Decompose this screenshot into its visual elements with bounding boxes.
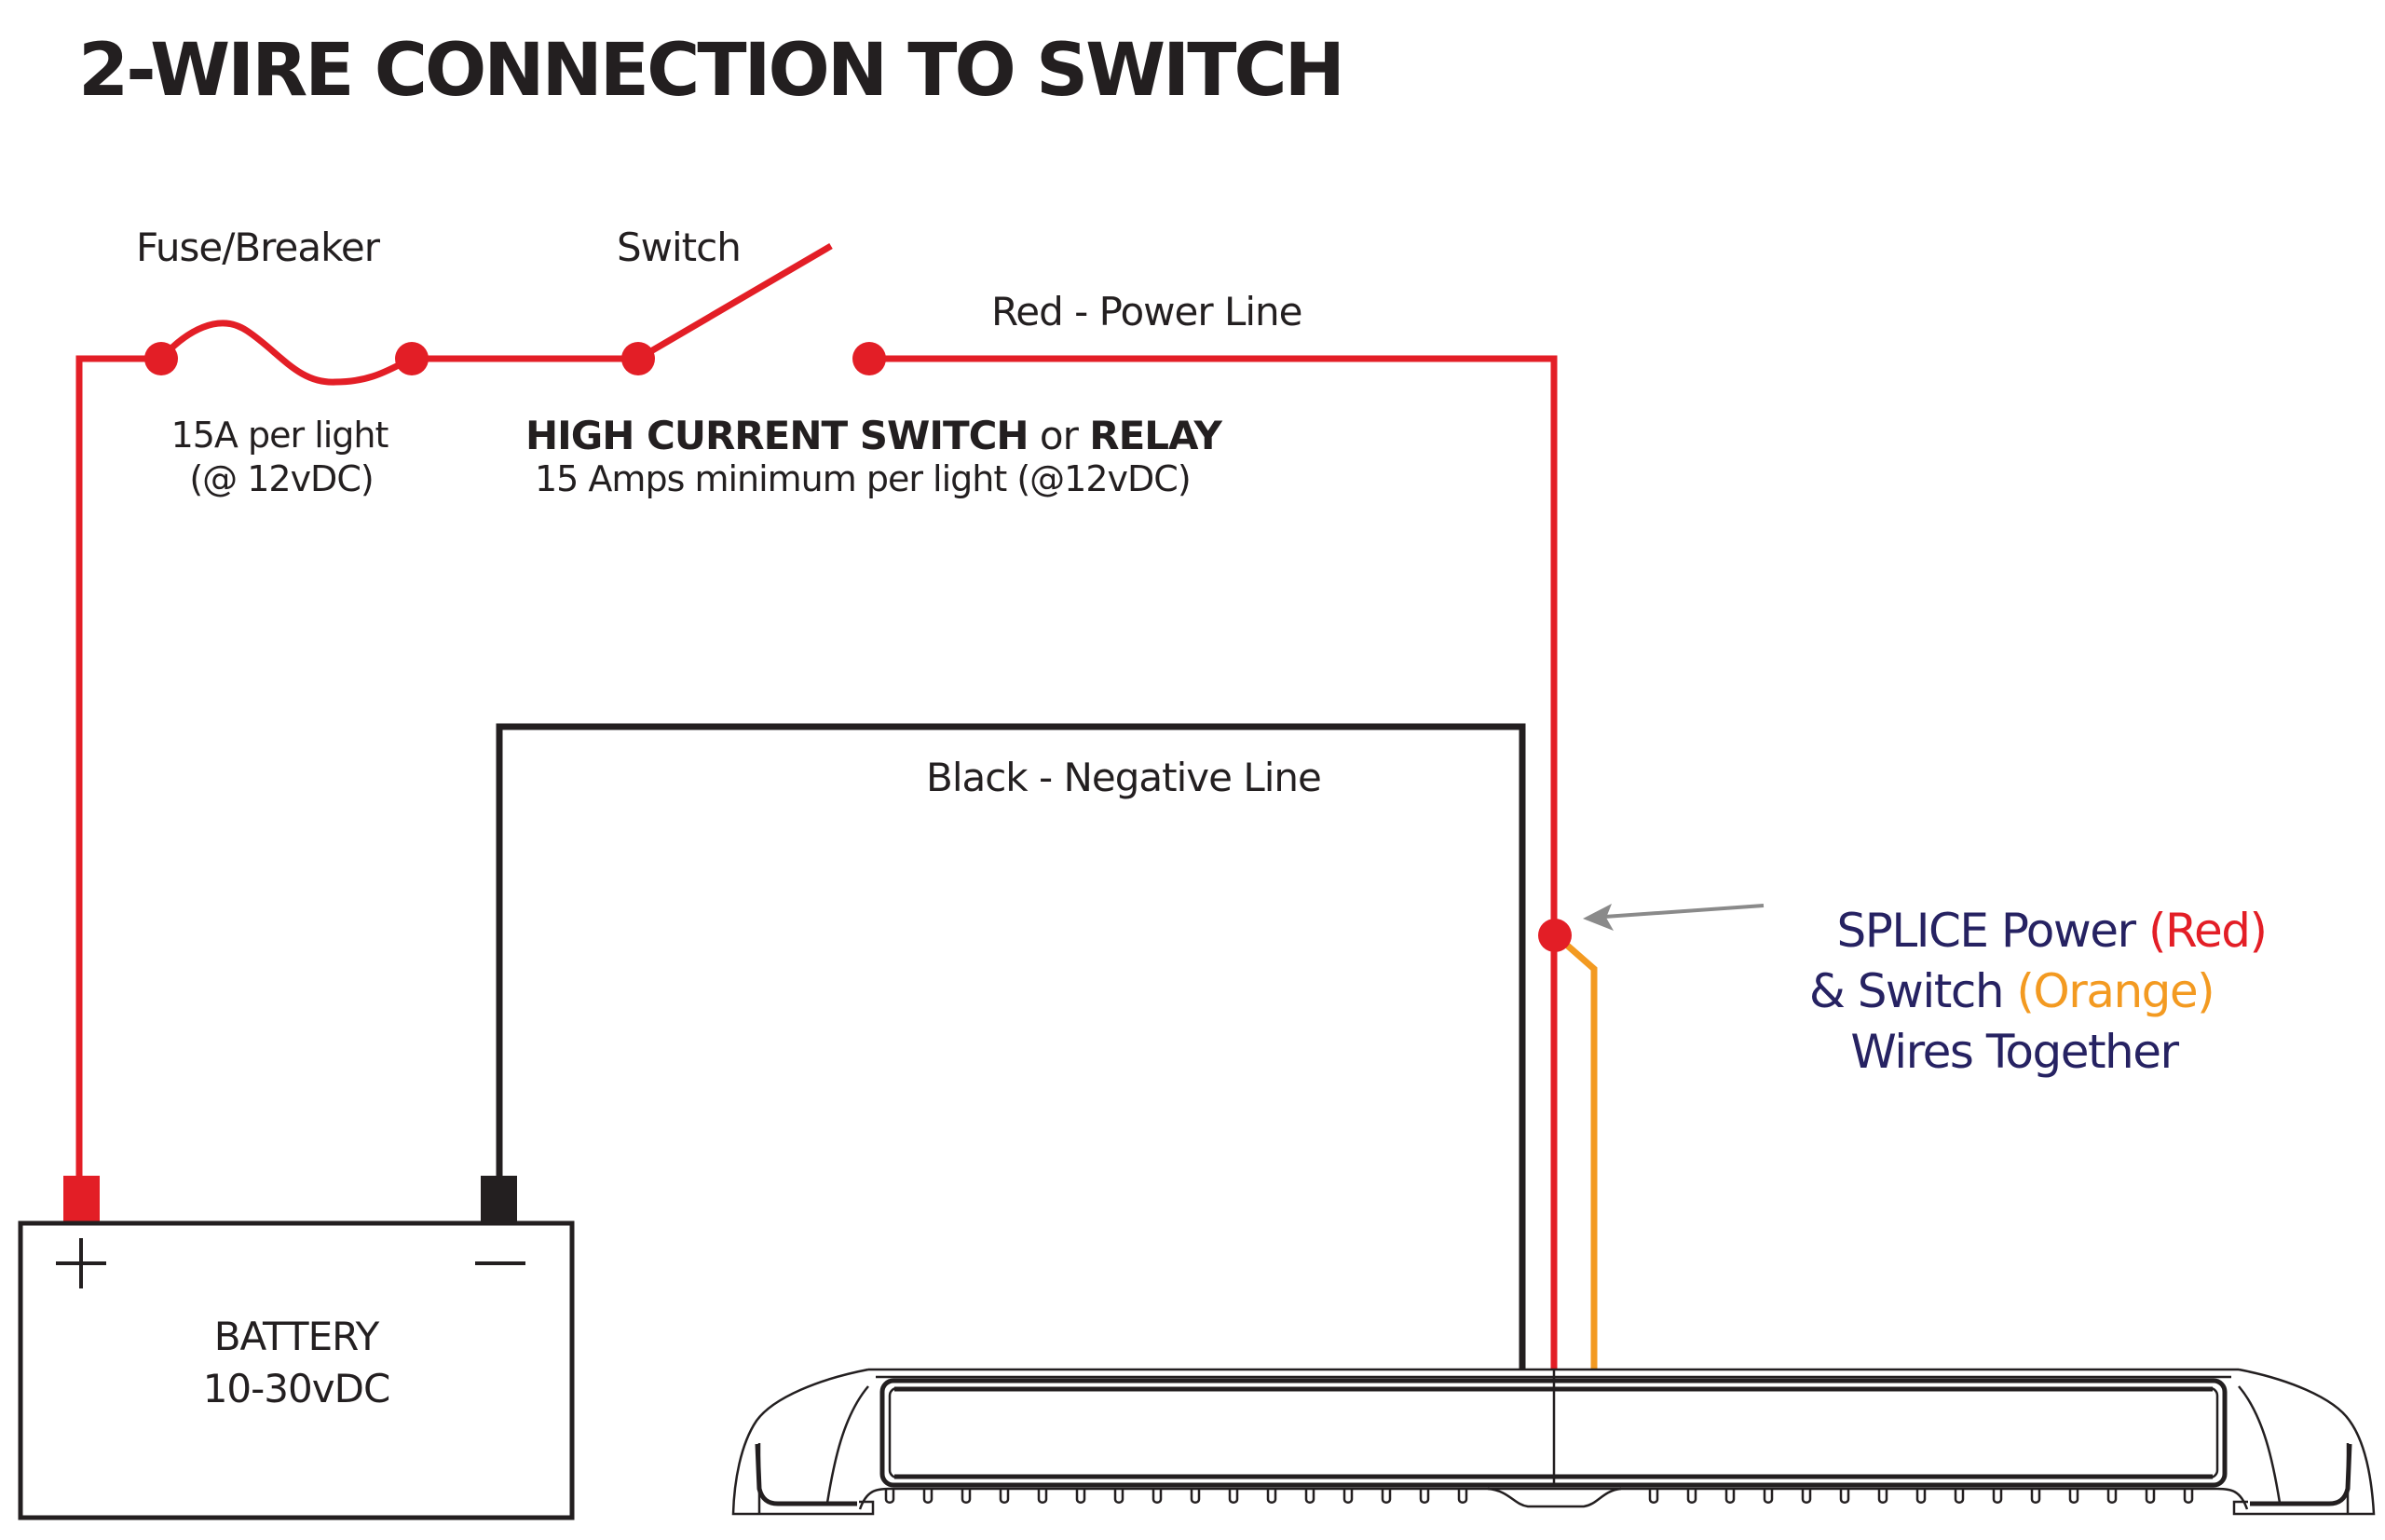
splice-note-line3: Wires Together [1850, 1025, 2179, 1079]
light-bar-fin [999, 1490, 1010, 1504]
splice-point [1538, 919, 1572, 952]
light-bar-fin [961, 1490, 972, 1504]
light-bar-fin [1648, 1490, 1659, 1504]
light-bar-fin [2183, 1490, 2194, 1504]
switch-requirement-bold1: HIGH CURRENT SWITCH [525, 413, 1029, 458]
light-bar-fin [1152, 1490, 1163, 1504]
light-bar-fin [2145, 1490, 2156, 1504]
splice-note-line2: & Switch (Orange) [1809, 964, 2214, 1018]
light-bar-fin [1037, 1490, 1048, 1504]
light-bar-fin [1304, 1490, 1315, 1504]
red-wire-battery-to-fuse [75, 355, 161, 1179]
plus-icon [56, 1238, 106, 1288]
light-bar-fin [1266, 1490, 1277, 1504]
splice-note-line1-a: SPLICE Power [1837, 904, 2148, 958]
light-bar-icon [731, 1368, 2376, 1516]
switch-requirement-line2: 15 Amps minimum per light (@12vDC) [535, 458, 1191, 499]
light-bar-fin [1381, 1490, 1392, 1504]
light-bar-fins [884, 1490, 2194, 1504]
light-bar-fin [884, 1490, 895, 1504]
light-bar-fin [1113, 1490, 1124, 1504]
light-bar-fin [2106, 1490, 2118, 1504]
splice-arrow-head-icon [1583, 904, 1614, 931]
orange-wire-switch [1553, 933, 1598, 1370]
fuse-label: Fuse/Breaker [136, 225, 381, 270]
light-bar-fin [1419, 1490, 1430, 1504]
negative-line-label: Black - Negative Line [926, 755, 1321, 800]
page-title: 2-WIRE CONNECTION TO SWITCH [78, 29, 1342, 113]
light-bar-fin [1954, 1490, 1965, 1504]
switch-requirement-bold2: RELAY [1089, 413, 1222, 458]
splice-note-red: (Red) [2148, 904, 2267, 958]
light-bar-fin [1724, 1490, 1736, 1504]
light-bar-fin [1763, 1490, 1774, 1504]
light-bar-fin [1190, 1490, 1201, 1504]
fuse-terminal-left [144, 342, 178, 375]
splice-arrow-line [1590, 904, 1765, 920]
light-bar-fin [1877, 1490, 1888, 1504]
fuse-icon [158, 320, 414, 386]
battery-positive-terminal [63, 1176, 100, 1224]
light-bar-fin [1686, 1490, 1697, 1504]
splice-note-line1: SPLICE Power (Red) [1837, 904, 2267, 958]
switch-terminal-left [621, 342, 655, 375]
light-bar-fin [1228, 1490, 1239, 1504]
light-bar-fin [922, 1490, 934, 1504]
battery-negative-terminal [481, 1176, 517, 1224]
switch-arm-icon [636, 242, 833, 362]
light-bar-fin [1801, 1490, 1812, 1504]
light-bar-fin [1992, 1490, 2003, 1504]
splice-note-line2-a: & Switch [1809, 964, 2017, 1018]
light-bar-fin [2068, 1490, 2079, 1504]
light-bar-fin [1075, 1490, 1086, 1504]
switch-label: Switch [617, 225, 741, 270]
light-bar-fin [1839, 1490, 1850, 1504]
switch-requirement-or: or [1029, 413, 1090, 458]
fuse-rating-line1: 15A per light [171, 415, 388, 456]
battery-label: BATTERY [214, 1314, 380, 1359]
switch-requirement-line1: HIGH CURRENT SWITCH or RELAY [525, 413, 1223, 458]
splice-note-orange: (Orange) [2016, 964, 2214, 1018]
battery [18, 1220, 575, 1520]
power-line-label: Red - Power Line [991, 289, 1302, 334]
black-wire-negative [496, 723, 1526, 1370]
red-wire-switch-to-light [869, 355, 1558, 1370]
battery-voltage: 10-30vDC [203, 1366, 390, 1411]
fuse-rating-line2: (@ 12vDC) [189, 458, 373, 499]
light-bar-fin [1342, 1490, 1354, 1504]
light-bar-fin [1915, 1490, 1927, 1504]
light-bar-fin [1457, 1490, 1468, 1504]
light-bar-fin [2030, 1490, 2041, 1504]
